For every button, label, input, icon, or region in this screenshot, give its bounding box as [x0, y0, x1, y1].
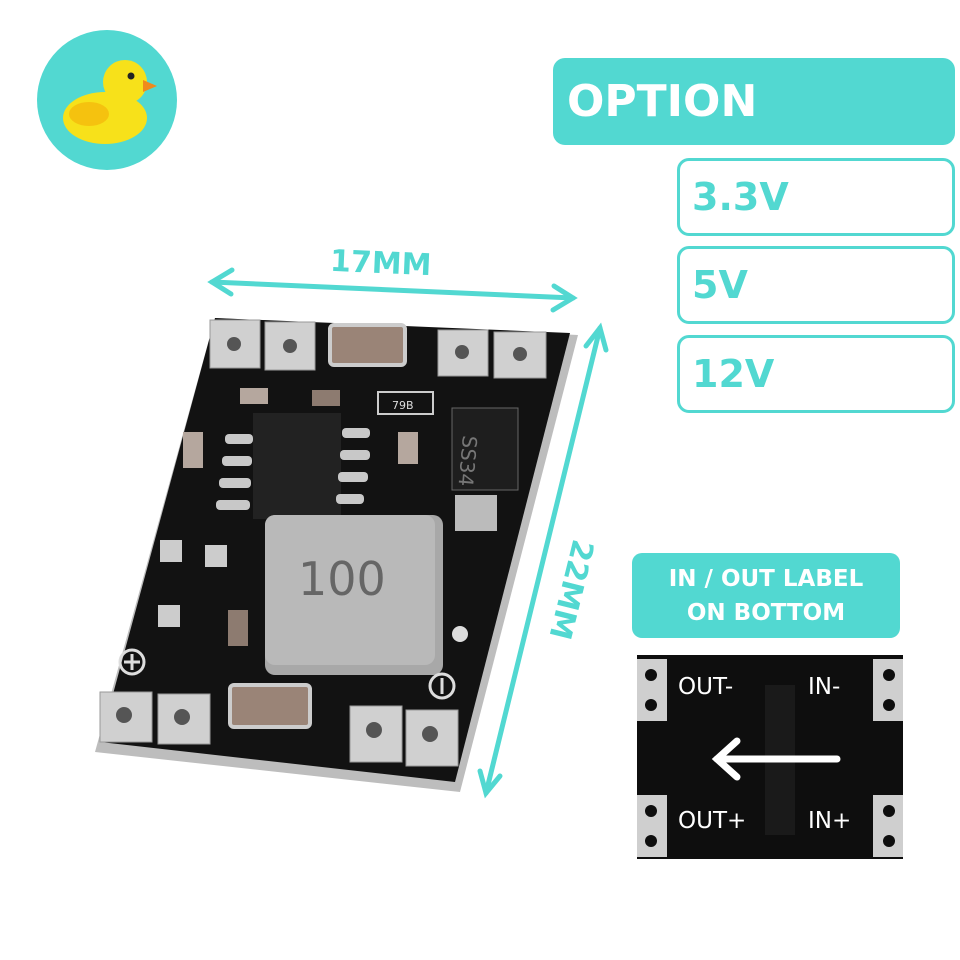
option-5v[interactable]: 5V [677, 246, 955, 324]
out-minus-label: OUT- [678, 674, 734, 700]
in-minus-label: IN- [808, 674, 841, 700]
option-12v[interactable]: 12V [677, 335, 955, 413]
option-3v3[interactable]: 3.3V [677, 158, 955, 236]
resistor-marking: 79B [392, 399, 414, 412]
board-bottom-view [637, 655, 903, 859]
dc-dc-converter-board: 79B SS34 100 [95, 318, 578, 792]
arrow-left-icon [711, 737, 841, 781]
width-dimension-arrow [207, 267, 578, 313]
bottom-label-line2: ON BOTTOM [686, 599, 846, 626]
height-dimension-arrow [477, 322, 609, 799]
bottom-label-line1: IN / OUT LABEL [668, 565, 864, 592]
option-header: OPTION [553, 58, 955, 145]
in-plus-label: IN+ [808, 808, 852, 834]
width-dimension-label: 17MM [329, 243, 433, 284]
duck-icon [63, 60, 157, 144]
duck-logo [37, 30, 177, 170]
diode-marking: SS34 [454, 435, 482, 488]
bottom-label-note: IN / OUT LABEL ON BOTTOM [632, 553, 900, 638]
out-plus-label: OUT+ [678, 808, 747, 834]
inductor-marking: 100 [298, 552, 386, 606]
